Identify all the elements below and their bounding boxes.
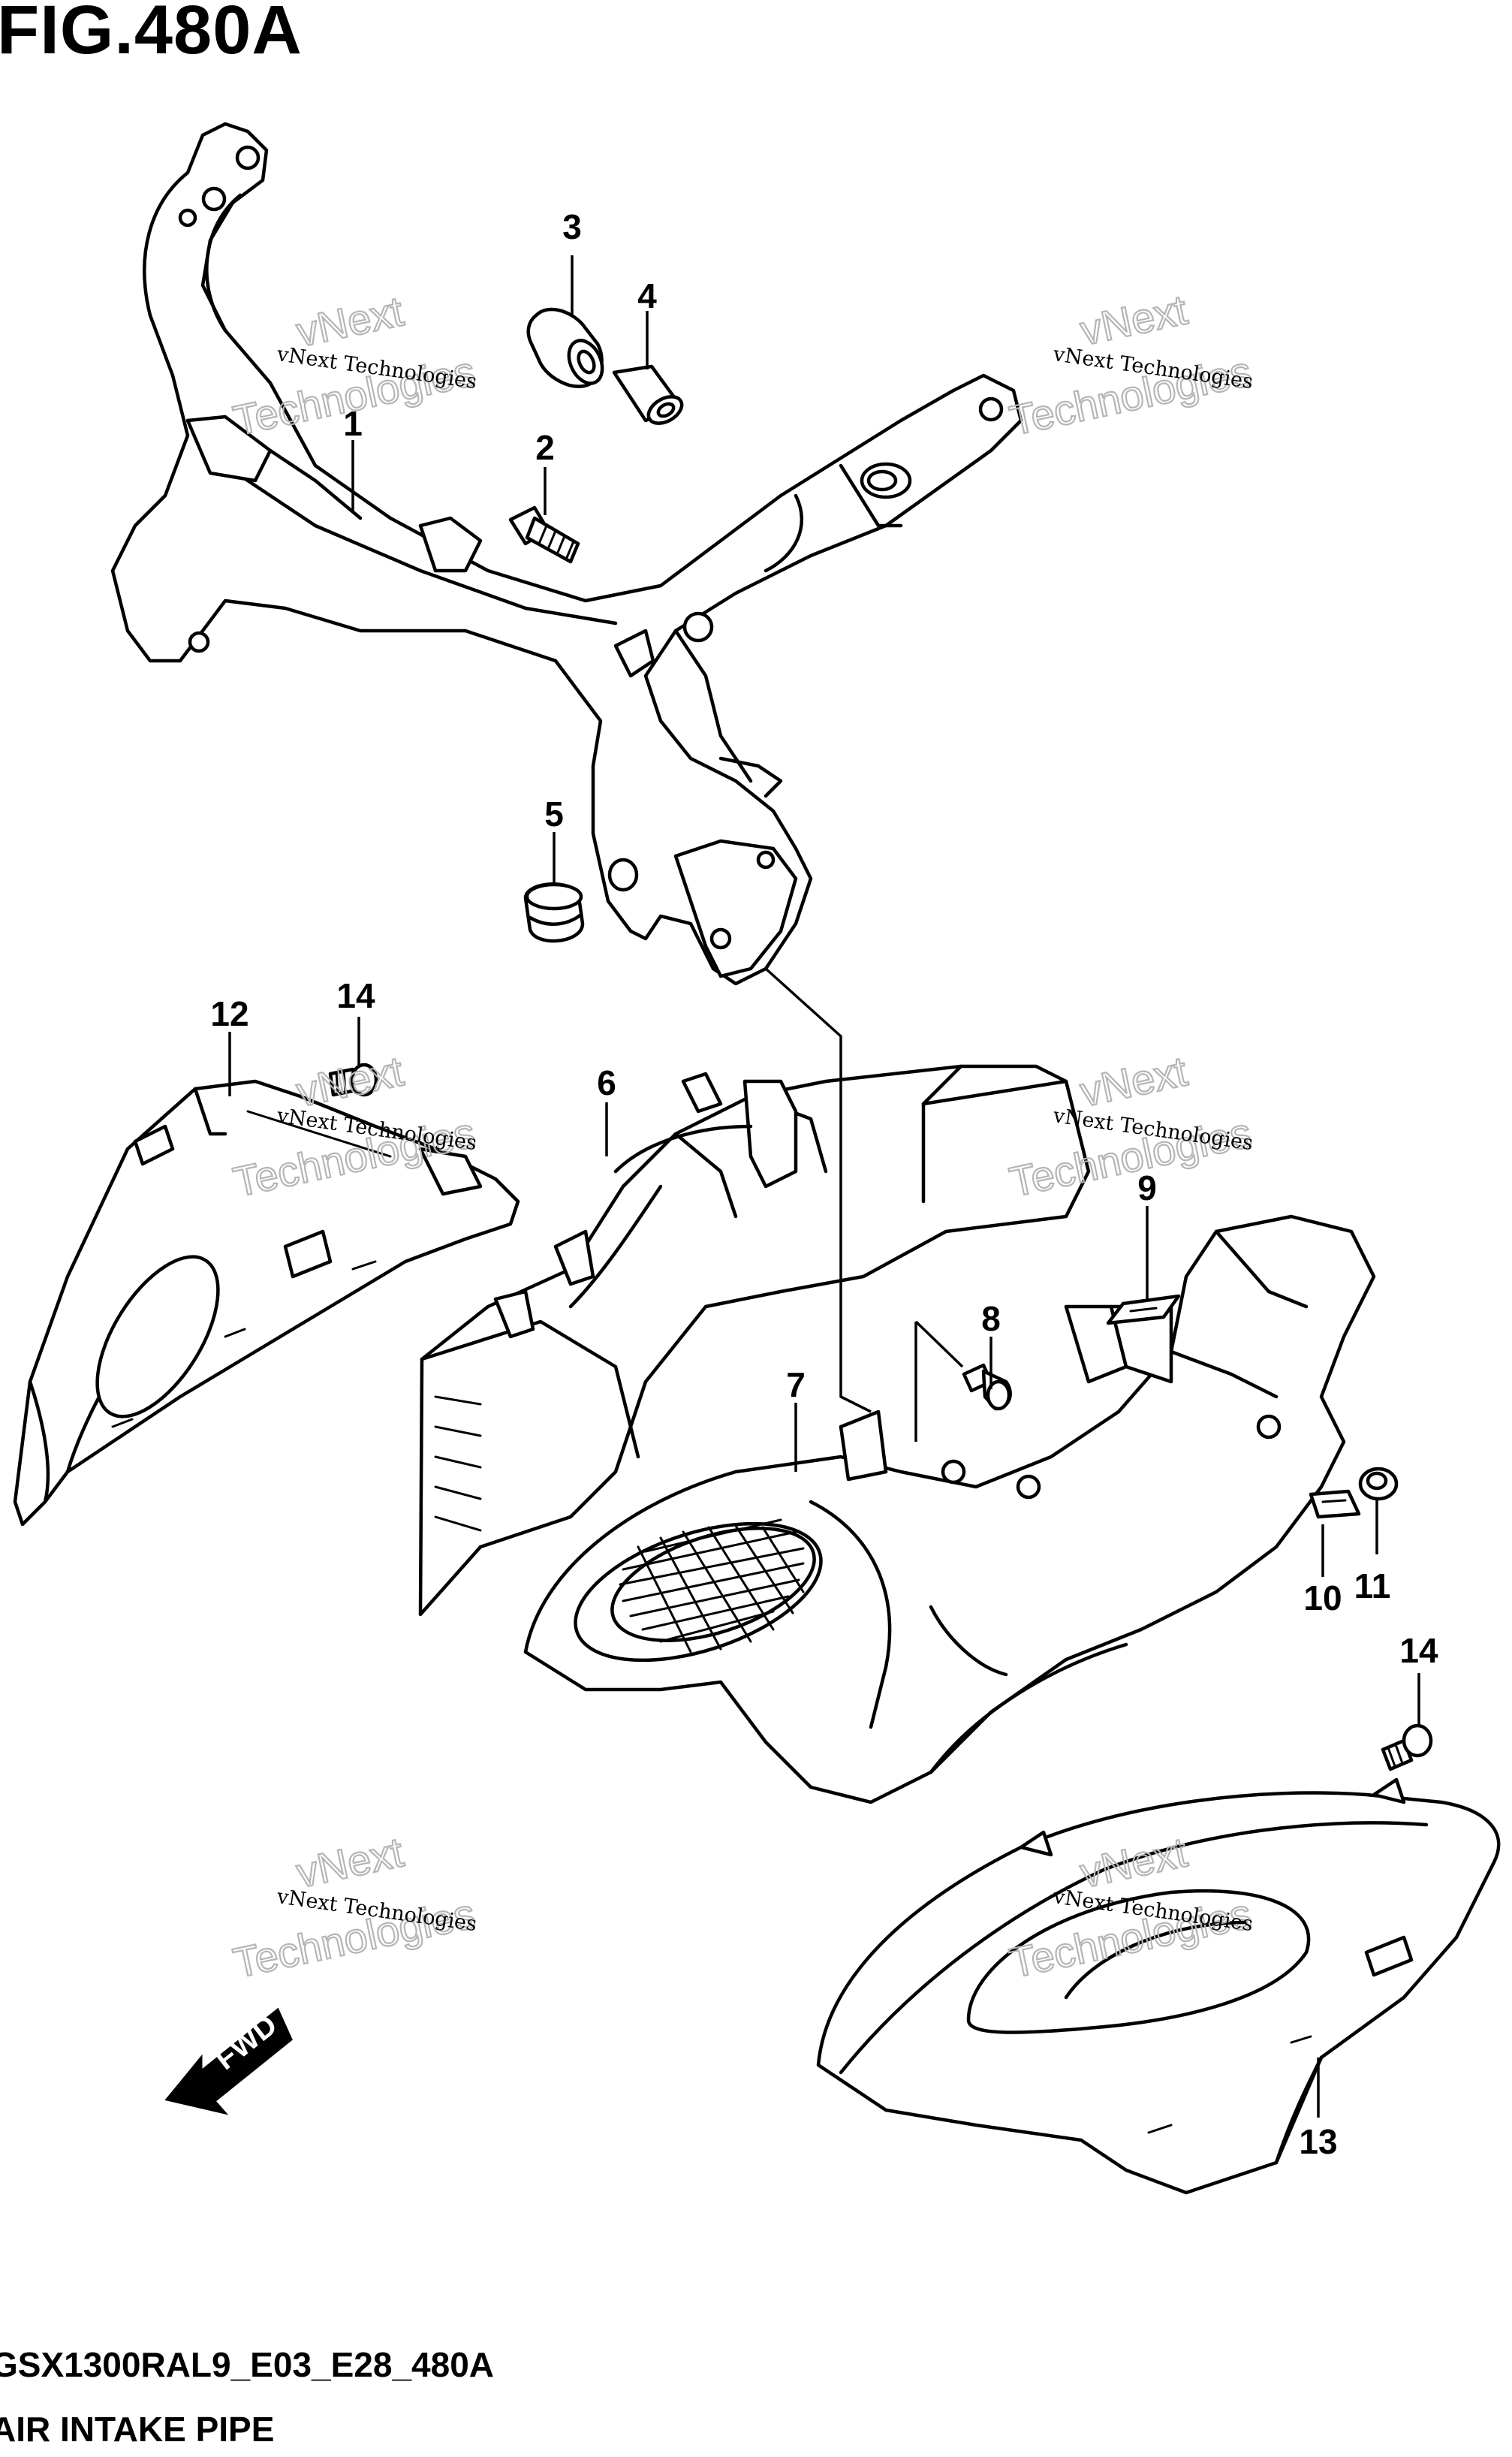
figure-name: AIR INTAKE PIPE bbox=[0, 2410, 275, 2449]
callout-labels: 1 2 3 4 5 6 7 8 9 10 11 12 13 14 14 bbox=[210, 207, 1438, 2161]
model-code: GSX1300RAL9_E03_E28_480A bbox=[0, 2345, 495, 2384]
svg-text:vNext: vNext bbox=[292, 1047, 408, 1115]
part-4-collar bbox=[612, 364, 684, 425]
callout-4: 4 bbox=[637, 276, 657, 315]
callout-10: 10 bbox=[1303, 1578, 1342, 1617]
part-3-grommet bbox=[526, 307, 604, 388]
part-14-screw-lower bbox=[1381, 1723, 1433, 1771]
part-8-screw bbox=[962, 1363, 1012, 1411]
watermark-mid-right: vNext Technologies vNext Technologies bbox=[1004, 1046, 1256, 1207]
svg-text:vNext: vNext bbox=[292, 1828, 408, 1896]
callout-3: 3 bbox=[562, 207, 582, 246]
svg-text:vNext: vNext bbox=[292, 287, 408, 355]
part-7-lower-duct bbox=[523, 1214, 1376, 1804]
part-6-upper-duct bbox=[418, 1064, 1091, 1617]
part-13-right-cover bbox=[816, 1777, 1501, 2195]
fwd-arrow-icon: FWD bbox=[164, 2007, 293, 2115]
callout-9: 9 bbox=[1137, 1168, 1157, 1207]
callout-7: 7 bbox=[786, 1365, 806, 1404]
callout-13: 13 bbox=[1299, 2122, 1337, 2161]
watermark-top-right: vNext Technologies vNext Technologies bbox=[1004, 285, 1256, 445]
watermark-bottom-left: vNext Technologies vNext Technologies bbox=[228, 1827, 480, 1988]
part-12-left-cover bbox=[13, 1079, 520, 1527]
callout-8: 8 bbox=[981, 1299, 1001, 1338]
callout-6: 6 bbox=[597, 1063, 616, 1102]
callout-14-lower: 14 bbox=[1399, 1631, 1438, 1670]
callout-11: 11 bbox=[1354, 1566, 1391, 1605]
part-9-clip bbox=[1106, 1294, 1181, 1325]
svg-text:vNext: vNext bbox=[1076, 285, 1191, 354]
callout-5: 5 bbox=[544, 794, 564, 834]
part-14-screw-upper bbox=[328, 1063, 378, 1097]
svg-text:vNext: vNext bbox=[1076, 1047, 1191, 1115]
part-10-clip bbox=[1309, 1489, 1361, 1519]
callout-14-upper: 14 bbox=[336, 976, 375, 1015]
callout-2: 2 bbox=[535, 428, 555, 467]
figure-title: FIG.480A bbox=[0, 0, 303, 68]
part-11-grommet bbox=[1358, 1467, 1399, 1501]
part-1-bracket bbox=[110, 122, 1023, 986]
intake-mesh bbox=[619, 1518, 805, 1654]
callout-12: 12 bbox=[210, 994, 248, 1033]
part-5-cushion bbox=[523, 882, 585, 943]
leader-lines bbox=[228, 255, 1420, 2118]
callout-1: 1 bbox=[343, 404, 363, 443]
part-2-bolt bbox=[508, 505, 580, 564]
